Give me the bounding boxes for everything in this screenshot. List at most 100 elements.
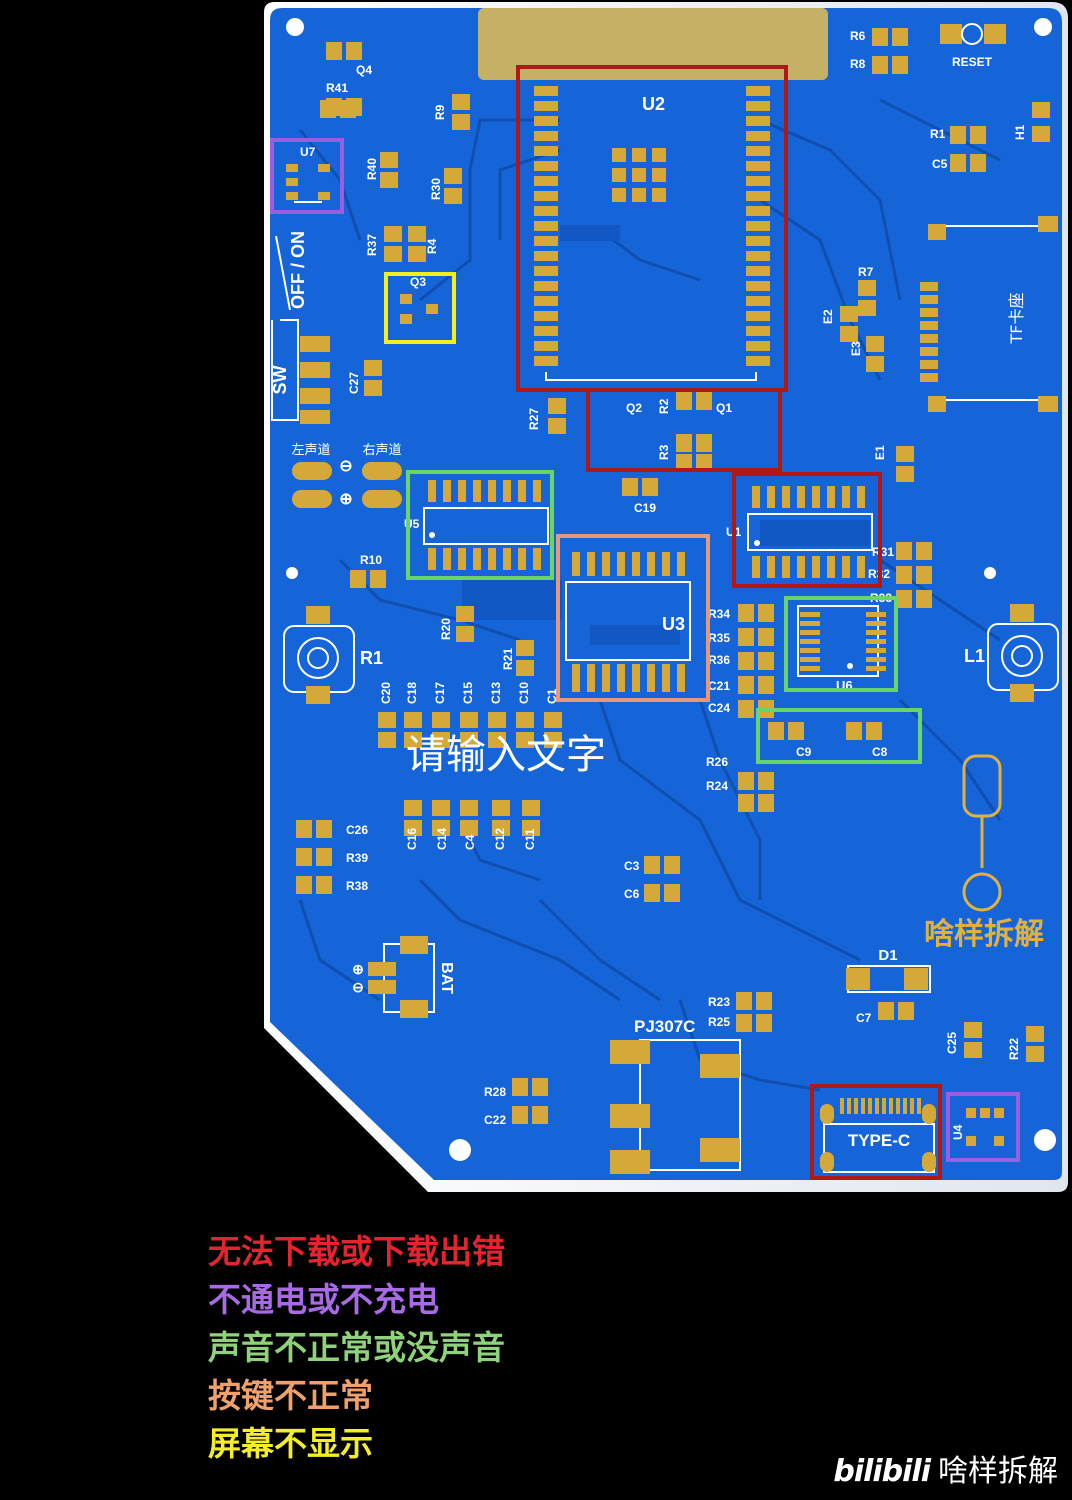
passive-pad xyxy=(970,126,986,144)
passive-pad xyxy=(738,652,754,670)
passive-pad xyxy=(846,722,862,740)
u3-pin xyxy=(617,552,625,576)
u1-pin xyxy=(842,556,850,578)
tf-pin xyxy=(920,360,938,369)
u2-pin xyxy=(746,206,770,216)
c8-label: C8 xyxy=(872,745,888,759)
u6-pin xyxy=(800,612,820,617)
passive-pad xyxy=(676,392,692,410)
r1-encoder-label: R1 xyxy=(360,648,383,668)
passive-pad xyxy=(364,360,382,376)
u5-pin xyxy=(488,480,496,502)
u2-pin xyxy=(746,116,770,126)
passive-pad xyxy=(858,280,876,296)
passive-pad xyxy=(346,98,362,116)
watermark-text: 啥样拆解 xyxy=(924,917,1044,952)
q2-label: Q2 xyxy=(626,401,642,415)
u2-pin xyxy=(534,311,558,321)
passive-pad xyxy=(512,1078,528,1096)
passive-pad xyxy=(452,94,470,110)
u4-chip xyxy=(966,1108,1004,1146)
reset-label: RESET xyxy=(952,55,993,69)
u3-pin xyxy=(572,552,580,576)
passive-pad xyxy=(950,154,966,172)
u3-chip xyxy=(565,552,691,692)
passive-pad xyxy=(516,712,534,728)
u6-pin xyxy=(866,657,886,662)
u1-pin xyxy=(842,486,850,508)
passive-pad xyxy=(384,246,402,262)
u6-pin xyxy=(800,630,820,635)
u2-pin xyxy=(534,296,558,306)
c9-label: C9 xyxy=(796,745,812,759)
u2-pin xyxy=(534,146,558,156)
passive-pad xyxy=(1026,1046,1044,1062)
passive-pad xyxy=(380,172,398,188)
highlight-download-u2 xyxy=(516,65,788,392)
type-c-connector: TYPE-C xyxy=(820,1098,936,1173)
u2-pin xyxy=(534,236,558,246)
legend-screen: 屏幕不显示 xyxy=(208,1424,373,1463)
u3-pin xyxy=(632,552,640,576)
e3-label: E3 xyxy=(849,341,863,356)
c7-label: C7 xyxy=(856,1011,872,1025)
passive-pad xyxy=(622,478,638,496)
passive-pad xyxy=(316,820,332,838)
u6-pin xyxy=(866,648,886,653)
u2-pin xyxy=(746,266,770,276)
u2-pin xyxy=(746,221,770,231)
passive-pad xyxy=(432,732,450,748)
u3-pin xyxy=(587,664,595,692)
r28-label: R28 xyxy=(484,1085,506,1099)
u2-pin xyxy=(534,176,558,186)
passive-pad xyxy=(696,454,712,472)
passive-pad xyxy=(548,398,566,414)
passive-pad xyxy=(378,732,396,748)
passive-pad xyxy=(404,732,422,748)
u5-pin xyxy=(443,548,451,570)
type-c-pin xyxy=(903,1098,907,1114)
passive-pad xyxy=(758,652,774,670)
passive-pad xyxy=(296,876,312,894)
passive-pad xyxy=(916,590,932,608)
passive-pad xyxy=(738,700,754,718)
u2-pin xyxy=(534,191,558,201)
u2-pin xyxy=(534,206,558,216)
u2-pin xyxy=(534,281,558,291)
highlight-audio-u5 xyxy=(406,470,554,580)
passive-pad xyxy=(492,800,510,816)
type-c-pin xyxy=(896,1098,900,1114)
tf-pin xyxy=(920,321,938,330)
type-c-pin xyxy=(854,1098,858,1114)
u3-pin xyxy=(617,664,625,692)
u1-pin xyxy=(752,486,760,508)
legend-power: 不通电或不充电 xyxy=(208,1280,439,1319)
passive-pad xyxy=(950,126,966,144)
passive-pad xyxy=(738,676,754,694)
r35-label: R35 xyxy=(708,631,730,645)
passive-pad xyxy=(460,712,478,728)
type-c-pin xyxy=(882,1098,886,1114)
passive-pad xyxy=(898,1002,914,1020)
u5-pin xyxy=(533,548,541,570)
u1-pin xyxy=(857,556,865,578)
passive-pad xyxy=(522,820,540,836)
highlight-download-u1 xyxy=(732,472,882,588)
off-on-label: OFF / ON xyxy=(288,231,308,309)
placeholder-text: 请输入文字 xyxy=(406,732,606,778)
screwdriver-logo-icon xyxy=(962,754,1002,912)
u2-pin xyxy=(746,311,770,321)
u6-pin xyxy=(866,630,886,635)
passive-pad xyxy=(896,566,912,584)
d1-label: D1 xyxy=(878,947,897,964)
passive-pad xyxy=(872,56,888,74)
u1-pin xyxy=(752,556,760,578)
u3-pin xyxy=(677,664,685,692)
passive-pad xyxy=(858,300,876,316)
passive-pad xyxy=(296,848,312,866)
c21-label: C21 xyxy=(708,679,730,693)
u6-pin xyxy=(800,666,820,671)
r10-label: R10 xyxy=(360,553,382,567)
passive-pad xyxy=(916,542,932,560)
